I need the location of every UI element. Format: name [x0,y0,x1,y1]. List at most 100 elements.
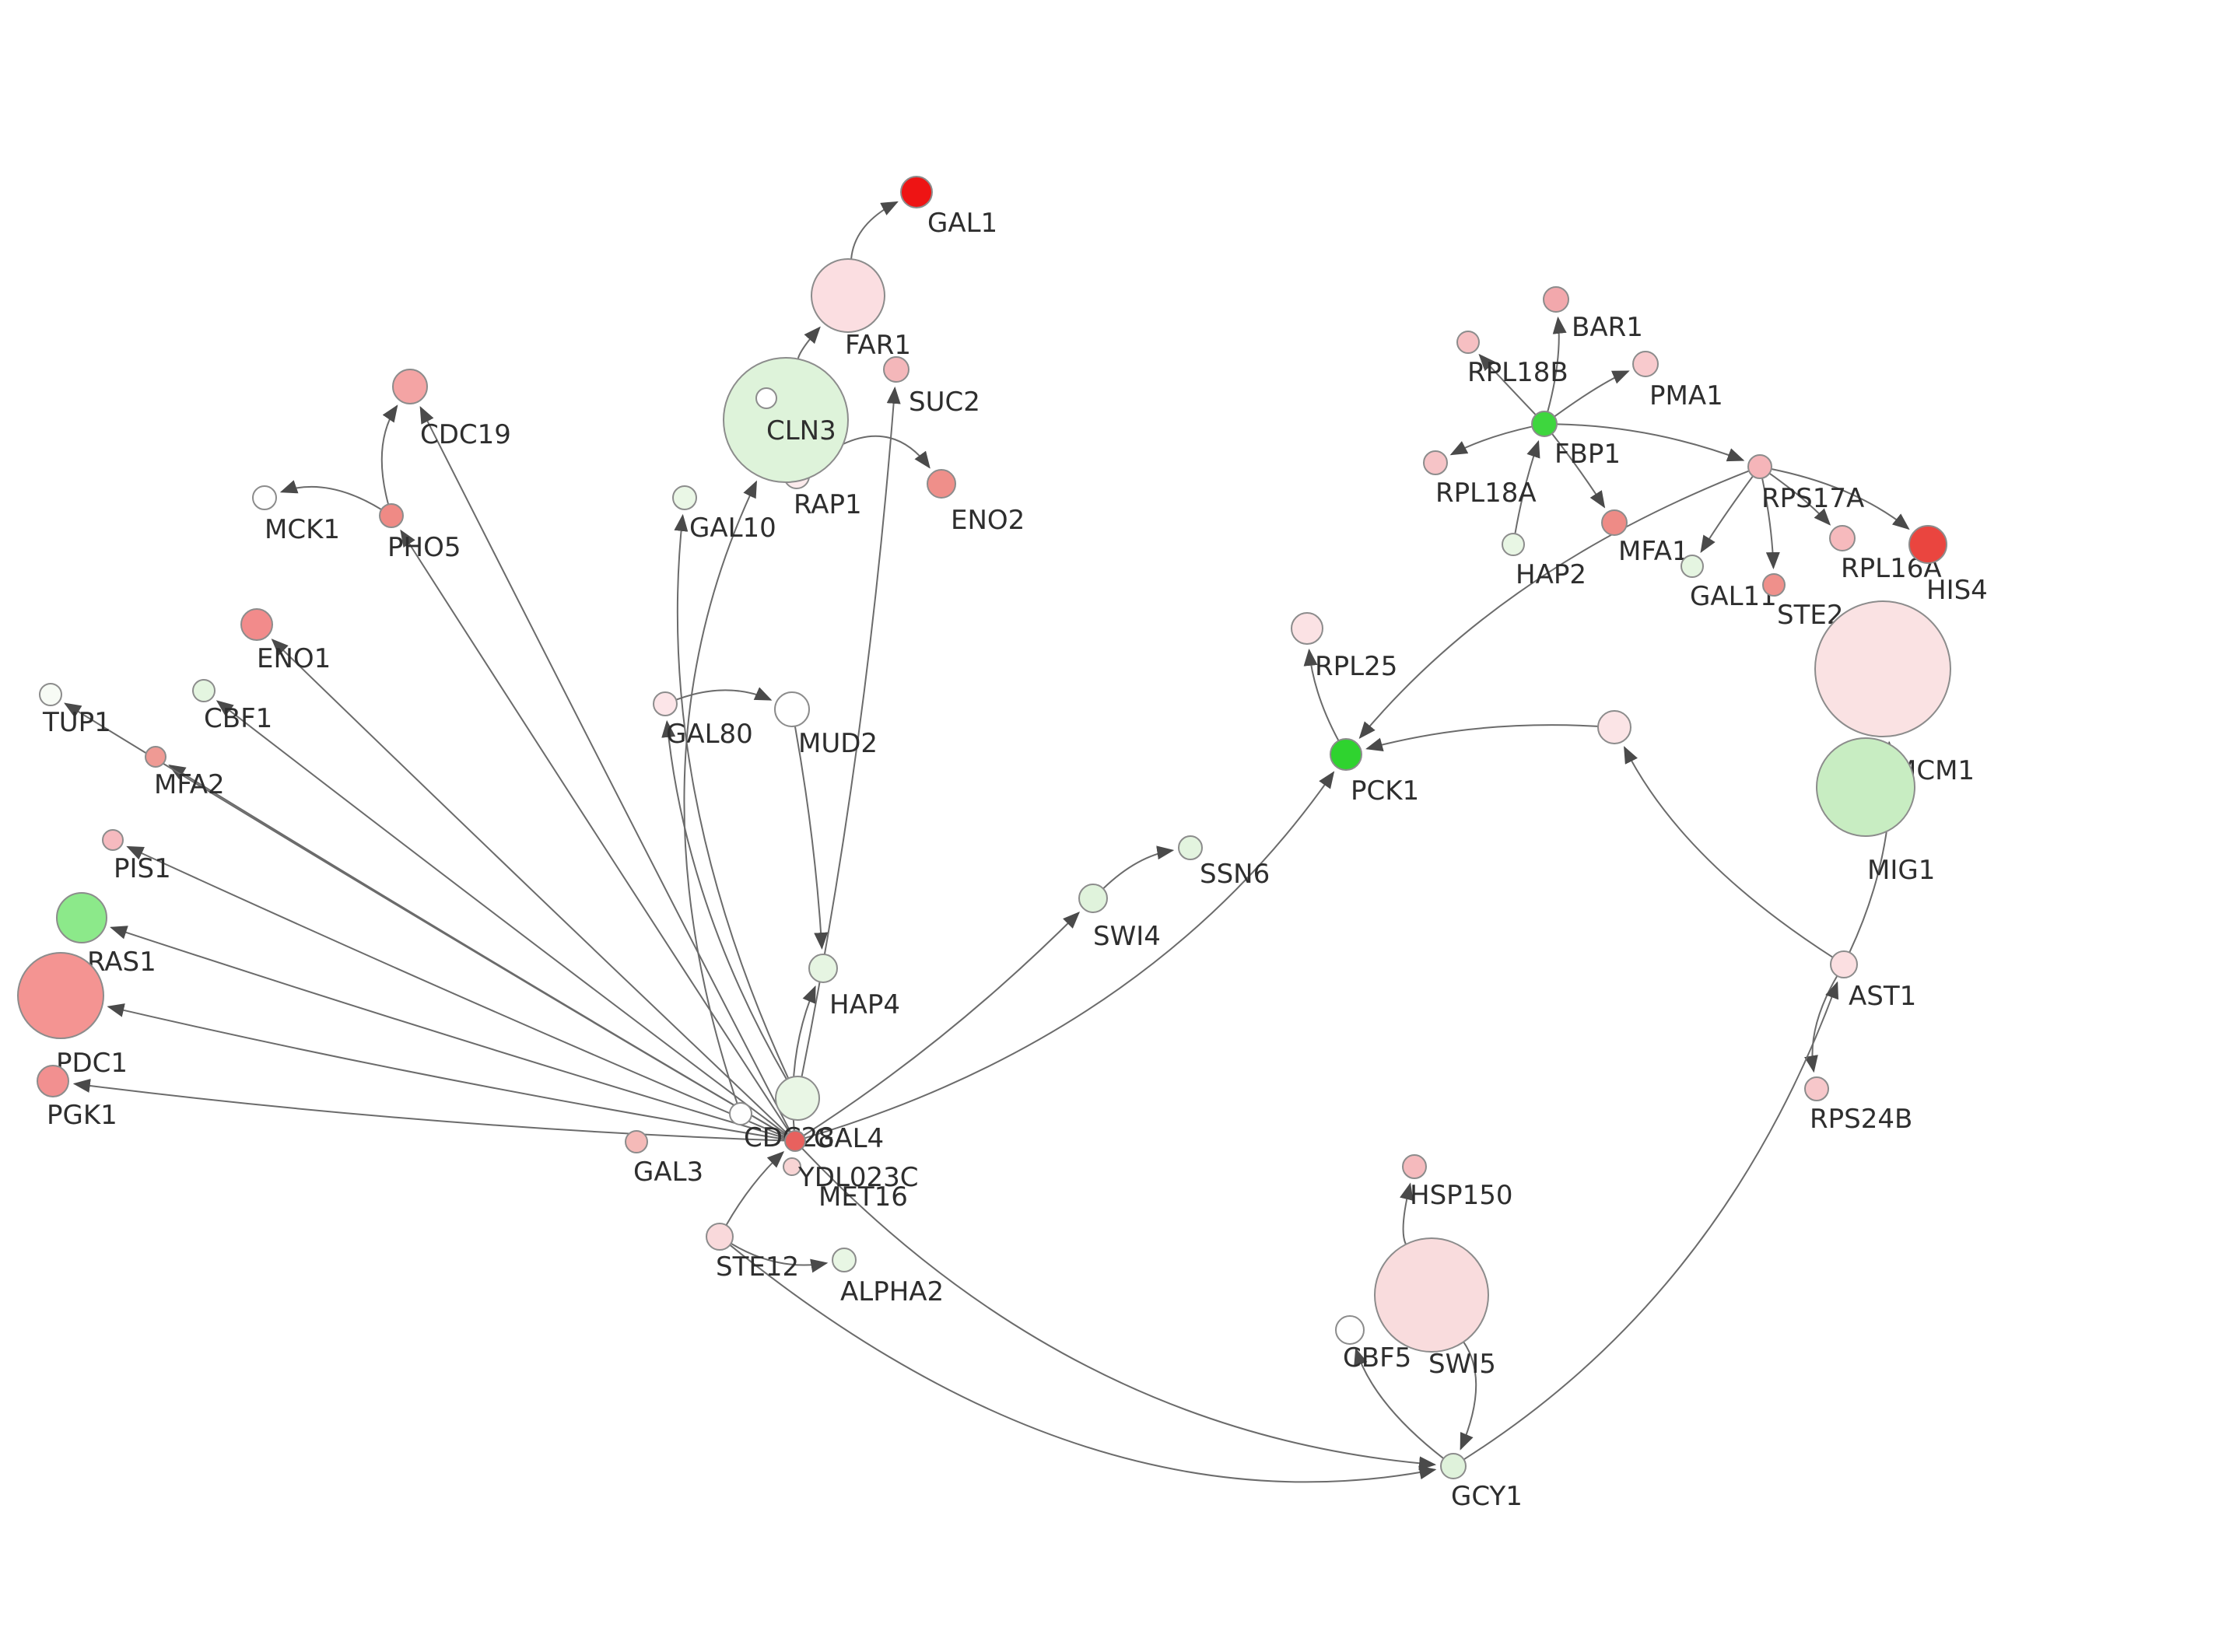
node-circle-GAL80[interactable] [653,691,678,716]
node-circle-N2[interactable] [1597,710,1631,744]
node-circle-MFA1[interactable] [1601,509,1628,536]
node-circle-SWI4[interactable] [1078,884,1108,913]
edge-YDL023C-PIS1[interactable] [126,845,787,1138]
node-circle-PDC1[interactable] [17,952,104,1039]
edge-YDL023C-PDC1[interactable] [107,1003,786,1140]
node-circle-ENO2[interactable] [927,469,956,499]
edge-RPS17A-HIS4[interactable] [1771,468,1910,530]
edge-MUD2-HAP4[interactable] [794,726,829,950]
edge-RPS17A-GAL11[interactable] [1700,475,1754,553]
node-circle-RPL25[interactable] [1291,612,1323,645]
node-circle-BAR1[interactable] [1543,286,1569,313]
edge-FBP1-BAR1[interactable] [1547,316,1567,412]
node-circle-FAR1[interactable] [811,258,885,333]
edge-YDL023C-TUP1[interactable] [64,702,787,1137]
edge-SWI5-GCY1[interactable] [1460,1341,1477,1451]
edge-STE12-ALPHA2[interactable] [731,1242,829,1273]
node-circle-GAL4[interactable] [775,1076,820,1121]
node-circle-RPL18A[interactable] [1423,450,1448,475]
node-circle-PGK1[interactable] [37,1065,69,1097]
edge-RPS17A-PCK1[interactable] [1358,470,1750,740]
edge-GCY1-AST1[interactable] [1463,981,1839,1461]
edge-SWI4-SSN6[interactable] [1102,845,1175,890]
edge-AST1-RPS24B[interactable] [1804,975,1838,1073]
node-circle-HAP2[interactable] [1502,533,1525,556]
node-circle-TUP1[interactable] [39,683,62,706]
edge-RPS17A-STE2[interactable] [1761,478,1780,570]
node-circle-ENO1[interactable] [240,608,273,641]
node-circle-RPS17A[interactable] [1747,454,1772,479]
edge-YDL023C-PCK1[interactable] [804,771,1335,1139]
edge-YDL023C-MFA2[interactable] [168,764,787,1137]
edge-GAL4-GAL10[interactable] [674,513,790,1079]
node-circle-SSN6[interactable] [1178,835,1203,860]
edge-FBP1-RPL18A[interactable] [1449,425,1533,456]
node-circle-MET16[interactable] [783,1157,801,1176]
node-circle-GAL11[interactable] [1681,555,1704,578]
edge-AST1-N2[interactable] [1624,746,1834,958]
node-circle-CLN3[interactable] [723,357,849,483]
node-circle-PMA1[interactable] [1632,351,1659,377]
node-circle-MCM1[interactable] [1814,600,1951,737]
node-circle-RPS24B[interactable] [1804,1076,1829,1101]
edge-YDL023C-ENO1[interactable] [271,639,789,1135]
edge-PHO5-CDC19[interactable] [380,404,398,505]
node-circle-N1[interactable] [755,387,777,409]
node-circle-MUD2[interactable] [774,691,810,727]
edge-FAR1-GAL1[interactable] [850,201,899,260]
edge-GCY1-CBF5[interactable] [1354,1347,1444,1459]
edge-FBP1-RPS17A[interactable] [1556,423,1745,462]
node-circle-STE2[interactable] [1762,573,1786,597]
node-circle-PHO5[interactable] [379,503,404,528]
node-circle-RAS1[interactable] [56,892,107,943]
edge-N2-PCK1[interactable] [1365,724,1599,752]
node-circle-GAL3[interactable] [625,1130,648,1153]
edge-STE12-YDL023C[interactable] [725,1150,785,1226]
node-circle-CBF5[interactable] [1335,1315,1365,1345]
edge-YDL023C-GCY1[interactable] [801,1147,1437,1471]
node-circle-SWI5[interactable] [1374,1237,1489,1353]
edge-CLN3-FAR1[interactable] [797,326,821,359]
edge-YDL023C-SWI4[interactable] [803,911,1081,1136]
node-label-RAP1: RAP1 [794,489,862,520]
edge-STE12-GCY1[interactable] [729,1244,1437,1483]
edge-YDL023C-CDC19[interactable] [419,406,791,1132]
node-circle-GAL1[interactable] [900,176,933,208]
node-circle-CDC19[interactable] [392,369,428,404]
node-circle-MCK1[interactable] [252,485,277,510]
node-circle-GAL10[interactable] [672,485,697,510]
node-circle-HIS4[interactable] [1908,525,1947,564]
edge-GAL80-MUD2[interactable] [675,687,773,701]
edge-YDL023C-PHO5[interactable] [400,529,790,1133]
node-circle-FBP1[interactable] [1531,411,1558,437]
node-circle-SUC2[interactable] [883,356,909,383]
edge-YDL023C-CBF1[interactable] [216,700,788,1136]
node-circle-HAP4[interactable] [808,954,838,983]
edge-SWI5-HSP150[interactable] [1400,1182,1414,1245]
edge-PHO5-MCK1[interactable] [279,480,382,510]
edge-PCK1-RPL25[interactable] [1303,648,1340,741]
edge-HAP2-FBP1[interactable] [1514,439,1540,534]
node-circle-HSP150[interactable] [1402,1154,1427,1179]
node-circle-PIS1[interactable] [102,829,124,851]
node-circle-AST1[interactable] [1830,950,1858,978]
node-circle-YDL023C[interactable] [784,1130,806,1152]
node-circle-MIG1[interactable] [1816,737,1915,837]
node-circle-MFA2[interactable] [145,746,166,768]
edge-RPS17A-RPL16A[interactable] [1768,472,1831,526]
edge-FBP1-RPL18B[interactable] [1478,353,1537,416]
node-circle-CDC28[interactable] [729,1102,752,1125]
edge-GAL4-GAL80[interactable] [661,719,787,1080]
edge-YDL023C-RAS1[interactable] [110,926,786,1139]
node-circle-CBF1[interactable] [192,679,216,702]
node-circle-RPL16A[interactable] [1829,525,1856,551]
node-circle-RPL18B[interactable] [1456,331,1480,354]
node-circle-PCK1[interactable] [1330,738,1362,771]
node-circle-STE12[interactable] [706,1223,734,1251]
edge-CDC28-CLN3[interactable] [683,480,757,1104]
node-circle-GCY1[interactable] [1440,1453,1467,1479]
edge-YDL023C-PGK1[interactable] [72,1079,786,1142]
node-circle-ALPHA2[interactable] [832,1248,857,1272]
edge-FBP1-MFA1[interactable] [1551,432,1606,509]
edge-FBP1-PMA1[interactable] [1554,370,1630,418]
